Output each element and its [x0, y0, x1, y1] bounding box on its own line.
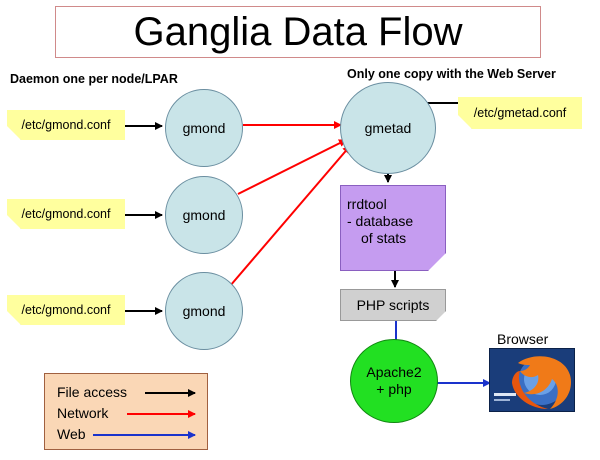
gmond-node-2: gmond [165, 176, 243, 254]
gmond-node-label: gmond [182, 120, 226, 136]
gmond-conf-note-2: /etc/gmond.conf [7, 199, 125, 229]
legend-swatches [93, 389, 196, 439]
diagram-title: Ganglia Data Flow [55, 6, 541, 58]
gmond-node-label: gmond [182, 303, 226, 319]
firefox-logo [490, 349, 574, 411]
gmond-conf-note-3: /etc/gmond.conf [7, 295, 125, 325]
php-scripts-note: PHP scripts [340, 289, 446, 321]
gmond-node-3: gmond [165, 272, 243, 350]
apache-line-2: + php [376, 381, 412, 397]
gmetad-node-label: gmetad [364, 120, 412, 136]
firefox-icon [489, 348, 575, 412]
legend-box: File access Network Web [44, 373, 208, 450]
rrdtool-line-1: rrdtool [347, 196, 387, 212]
legend-item-web: Web [57, 426, 86, 442]
network-arrow-3 [229, 145, 351, 287]
gmond-node-1: gmond [165, 89, 243, 167]
apache-php-node: Apache2 + php [350, 339, 438, 423]
gmetad-conf-note: /etc/gmetad.conf [458, 97, 582, 129]
webserver-heading: Only one copy with the Web Server [347, 67, 556, 81]
daemon-heading: Daemon one per node/LPAR [10, 72, 178, 86]
php-scripts-label: PHP scripts [356, 297, 430, 313]
legend-item-file-access: File access [57, 384, 128, 400]
rrdtool-line-3: of stats [361, 230, 407, 246]
network-arrow-2 [237, 139, 347, 195]
rrdtool-line-2: - database [347, 213, 414, 229]
rrdtool-database-note: rrdtool - database of stats [340, 185, 446, 271]
apache-line-1: Apache2 [366, 364, 422, 380]
gmond-node-label: gmond [182, 207, 226, 223]
gmetad-node: gmetad [340, 82, 436, 174]
gmond-conf-note-1: /etc/gmond.conf [7, 110, 125, 140]
legend-item-network: Network [57, 405, 109, 421]
browser-label: Browser [497, 331, 549, 347]
